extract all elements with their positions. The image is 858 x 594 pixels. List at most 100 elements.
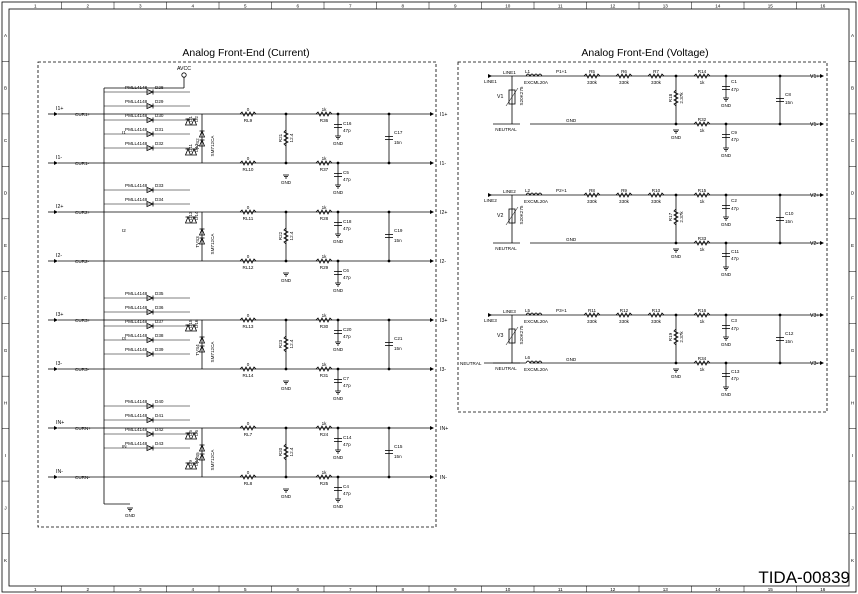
cap-value: 47p [343, 442, 351, 447]
resistor-symbol [583, 312, 601, 318]
burden-ref: R21 [278, 133, 283, 142]
burden-value: 12.4 [289, 447, 294, 456]
filter-resistor-value: 1k [700, 247, 706, 252]
varistor-body [508, 89, 516, 105]
border-column-number: 6 [296, 587, 299, 592]
diode-ref-label: D30 [155, 113, 164, 118]
resistor-symbol [239, 366, 257, 372]
cap-value: 47p [343, 177, 351, 182]
junction-dot [284, 367, 288, 371]
diode-part-label: PMLL4148 [125, 319, 148, 324]
divider-resistor-value: 330k [587, 80, 598, 85]
tvs-ref-label: TVS5 [195, 452, 200, 464]
border-column-number: 7 [349, 4, 352, 9]
filter-resistor-ref: R33 [698, 236, 707, 241]
border-row-letter: H [4, 400, 7, 405]
output-arrow [820, 193, 824, 197]
output-net-label: I3+ [440, 318, 447, 324]
connector-arrow [54, 475, 58, 479]
diode-symbol [190, 431, 198, 440]
connector-arrow [54, 318, 58, 322]
varistor-ref: V1 [497, 94, 503, 100]
divider-resistor-ref: R12 [620, 308, 629, 313]
resistor-symbol [615, 192, 633, 198]
resistor-symbol [283, 335, 289, 353]
resistor-symbol [647, 73, 665, 79]
tvs-ref-label: TVS3 [195, 236, 200, 248]
diode-symbol [198, 236, 206, 245]
output-net-label: IN+ [440, 426, 448, 432]
junction-dot [336, 112, 340, 116]
diode-symbol [146, 322, 155, 330]
series-resistor-ref: RL10 [243, 167, 254, 172]
series-resistor-ref: RL12 [243, 265, 254, 270]
input-net-label: I1+ [56, 106, 63, 112]
cap-value: 47p [731, 326, 739, 331]
border-row-letter: C [4, 138, 8, 143]
shunt-ref: R17 [668, 212, 673, 221]
diode-ref-label: D40 [155, 399, 164, 404]
junction-dot [674, 193, 678, 197]
output-arrow [820, 122, 824, 126]
filter-resistor-value: 1k [322, 362, 328, 367]
diode-part-label: PMLL4148 [125, 441, 148, 446]
diode-ref-label: D29 [155, 99, 164, 104]
border-column-number: 7 [349, 587, 352, 592]
series-resistor-ref: RL7 [244, 432, 253, 437]
junction-dot [724, 313, 728, 317]
border-row-letter: K [4, 558, 8, 563]
cap-ref: C7 [343, 376, 349, 381]
series-resistor-ref: RL9 [244, 118, 253, 123]
cap-value: 47p [731, 137, 739, 142]
cap-value: 47p [731, 256, 739, 261]
diode-ref-label: D31 [155, 127, 164, 132]
inductor-ref: L2 [525, 188, 531, 193]
tvs-part-label: SM712CA [210, 449, 215, 471]
clamp-diode-label: D1 [188, 116, 193, 122]
diode-symbol [146, 88, 155, 96]
series-resistor-ref: RL14 [243, 373, 254, 378]
ground-label: GND [125, 513, 136, 518]
cap-ref: C14 [343, 435, 352, 440]
border-column-number: 4 [191, 4, 194, 9]
diode-symbol [190, 461, 198, 470]
border-row-letter: B [851, 86, 854, 91]
border-row-letter: K [851, 558, 855, 563]
junction-dot [336, 426, 340, 430]
cap-ref: C6 [343, 268, 349, 273]
clamp-diode-label: D13 [188, 211, 193, 220]
ground-label: GND [671, 135, 682, 140]
output-arrow [430, 259, 434, 263]
border-column-number: 9 [454, 4, 457, 9]
divider-resistor-ref: R11 [588, 308, 597, 313]
border-column-number: 1 [34, 587, 37, 592]
tvs-ref-label: TVS4 [195, 344, 200, 356]
filter-resistor-ref: R25 [320, 481, 329, 486]
connector-arrow [54, 210, 58, 214]
junction-dot [778, 241, 782, 245]
border-column-number: 4 [191, 587, 194, 592]
resistor-symbol [647, 192, 665, 198]
border-column-number: 5 [244, 4, 247, 9]
ground-label: GND [333, 239, 344, 244]
diode-part-label: PMLL4148 [125, 291, 148, 296]
border-row-letter: H [851, 400, 854, 405]
border-column-number: 11 [558, 4, 563, 9]
junction-dot [284, 475, 288, 479]
border-column-number: 16 [820, 587, 826, 592]
filter-resistor-value: 1k [700, 80, 706, 85]
filter-resistor-value: 1k [700, 199, 706, 204]
ground-label: GND [281, 494, 292, 499]
cap-ref: C5 [343, 170, 349, 175]
junction-dot [674, 361, 678, 365]
clamp-diode-label: D11 [188, 143, 193, 152]
shunt-ref: R18 [668, 93, 673, 102]
border-row-letter: D [4, 191, 8, 196]
neutral-input-label: NEUTRAL [460, 361, 482, 366]
resistor-symbol [283, 227, 289, 245]
cap-ref: C1 [731, 79, 737, 84]
